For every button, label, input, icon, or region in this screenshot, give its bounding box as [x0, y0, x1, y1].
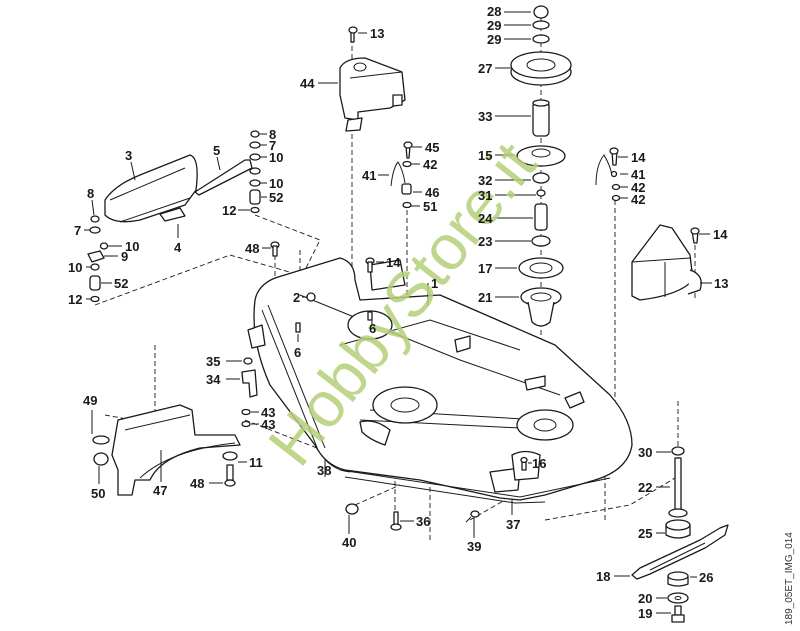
callout-7: 7: [269, 138, 276, 153]
callout-24: 24: [478, 211, 493, 226]
callout-6: 6: [294, 345, 301, 360]
image-id-text: 189_05ET_IMG_014: [784, 532, 795, 625]
belt-guard-44: [339, 57, 406, 132]
callout-8: 8: [269, 127, 276, 142]
callout-50: 50: [91, 486, 105, 501]
callout-35: 35: [206, 354, 220, 369]
callout-19: 19: [638, 606, 652, 621]
callout-4: 4: [174, 240, 182, 255]
image-id-label: 189_05ET_IMG_014: [784, 532, 795, 625]
callout-18: 18: [596, 569, 610, 584]
callout-52: 52: [269, 190, 283, 205]
spindle-stack: [510, 5, 572, 327]
callout-8: 8: [87, 186, 94, 201]
callout-10: 10: [125, 239, 139, 254]
callout-13: 13: [714, 276, 728, 291]
callout-23: 23: [478, 234, 492, 249]
callout-45: 45: [425, 140, 439, 155]
callout-41: 41: [631, 167, 645, 182]
callout-28: 28: [487, 4, 501, 19]
mower-deck-housing: [247, 257, 633, 504]
callout-12: 12: [222, 203, 236, 218]
callout-26: 26: [699, 570, 713, 585]
callout-42: 42: [631, 180, 645, 195]
callout-16: 16: [532, 456, 546, 471]
callout-20: 20: [638, 591, 652, 606]
callout-48: 48: [245, 241, 259, 256]
callout-37: 37: [506, 517, 520, 532]
callout-7: 7: [74, 223, 81, 238]
callout-6: 6: [369, 321, 376, 336]
callout-13: 13: [370, 26, 384, 41]
blade-assembly: [631, 446, 729, 623]
deflector-47: [111, 404, 241, 496]
callout-labels: 28 29 29 27 33 15 32 31 24 23 17 21 14 4…: [68, 4, 728, 621]
callout-48: 48: [190, 476, 204, 491]
callout-40: 40: [342, 535, 356, 550]
callout-1: 1: [431, 276, 438, 291]
callout-38: 38: [317, 463, 331, 478]
callout-3: 3: [125, 148, 132, 163]
callout-27: 27: [478, 61, 492, 76]
callout-29: 29: [487, 32, 501, 47]
discharge-chute-3: [104, 154, 198, 223]
callout-46: 46: [425, 185, 439, 200]
callout-25: 25: [638, 526, 652, 541]
callout-42: 42: [423, 157, 437, 172]
callout-10: 10: [68, 260, 82, 275]
callout-17: 17: [478, 261, 492, 276]
callout-10: 10: [269, 150, 283, 165]
callout-31: 31: [478, 188, 492, 203]
callout-5: 5: [213, 143, 220, 158]
callout-51: 51: [423, 199, 437, 214]
callout-49: 49: [83, 393, 97, 408]
callout-22: 22: [638, 480, 652, 495]
spindle-cover-13: [631, 224, 702, 301]
callout-12: 12: [68, 292, 82, 307]
callout-52: 52: [114, 276, 128, 291]
callout-44: 44: [300, 76, 315, 91]
callout-32: 32: [478, 173, 492, 188]
callout-9: 9: [121, 249, 128, 264]
callout-15: 15: [478, 148, 492, 163]
callout-29: 29: [487, 18, 501, 33]
callout-43: 43: [261, 405, 275, 420]
callout-14: 14: [631, 150, 646, 165]
callout-41: 41: [362, 168, 376, 183]
callout-14: 14: [386, 255, 401, 270]
small-hardware: [87, 26, 621, 531]
callout-2: 2: [293, 290, 300, 305]
callout-39: 39: [467, 539, 481, 554]
callout-42: 42: [631, 192, 645, 207]
callout-34: 34: [206, 372, 221, 387]
callout-47: 47: [153, 483, 167, 498]
callout-21: 21: [478, 290, 492, 305]
callout-11: 11: [249, 455, 263, 470]
callout-36: 36: [416, 514, 430, 529]
callout-14: 14: [713, 227, 728, 242]
callout-33: 33: [478, 109, 492, 124]
callout-30: 30: [638, 445, 652, 460]
callout-10: 10: [269, 176, 283, 191]
leader-lines: [84, 11, 712, 614]
callout-43: 43: [261, 417, 275, 432]
